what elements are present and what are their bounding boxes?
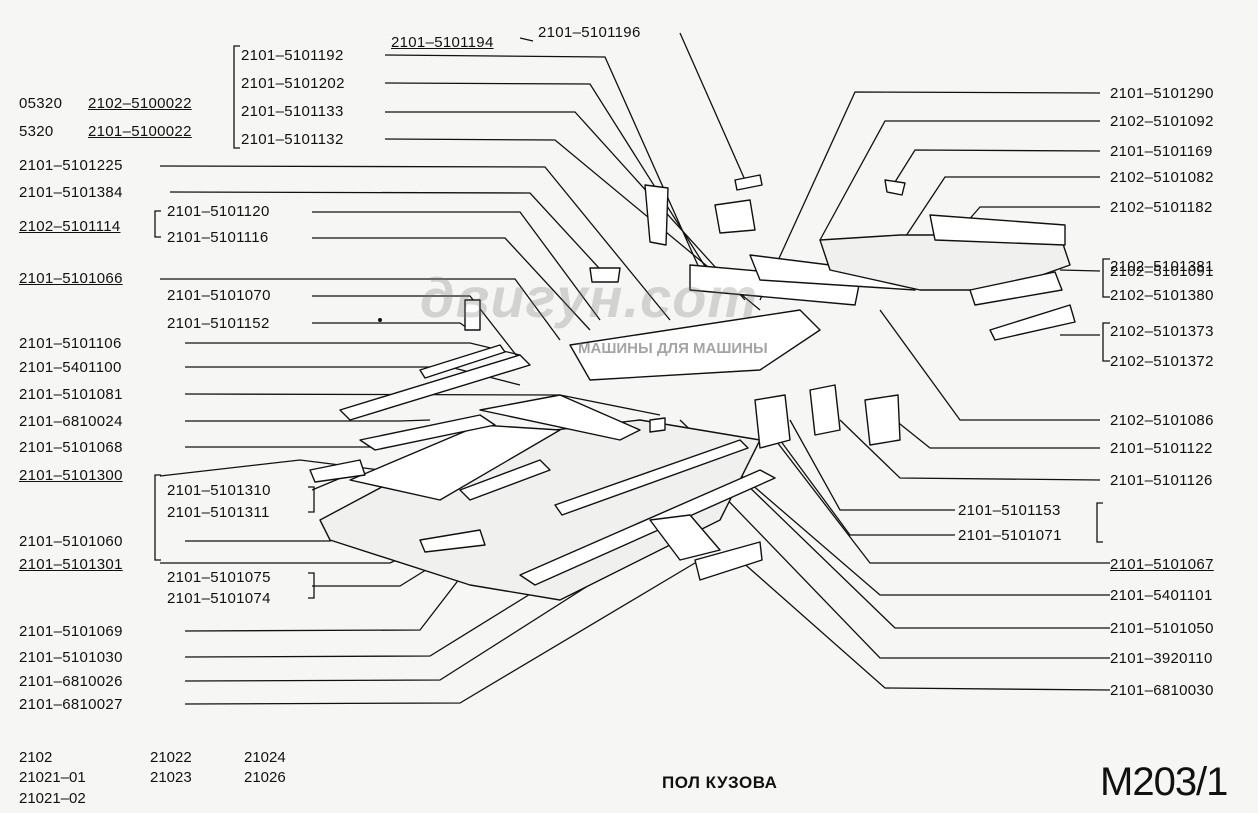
watermark-logo: двигун.com [420, 266, 759, 329]
label-2101-5101225: 2101–5101225 [19, 157, 123, 174]
label-2102-5101380: 2102–5101380 [1110, 287, 1214, 304]
label-2101-5101068: 2101–5101068 [19, 439, 123, 456]
label-2102-5101086: 2102–5101086 [1110, 412, 1214, 429]
label-2102-5101114: 2102–5101114 [19, 218, 121, 235]
label-prefix-05320: 05320 [19, 95, 63, 112]
label-2102-5101092: 2102–5101092 [1110, 113, 1214, 130]
model-2102: 2102 [19, 749, 53, 766]
label-2101-6810027: 2101–6810027 [19, 696, 123, 713]
label-2101-6810024: 2101–6810024 [19, 413, 123, 430]
label-2101-5101050: 2101–5101050 [1110, 620, 1214, 637]
label-2101-5101120: 2101–5101120 [167, 203, 270, 220]
label-2101-5101106: 2101–5101106 [19, 335, 122, 352]
label-2102-5101082: 2102–5101082 [1110, 169, 1214, 186]
label-2101-5101122: 2101–5101122 [1110, 440, 1213, 457]
page-title: ПОЛ КУЗОВА [662, 773, 778, 792]
label-2101-5101030: 2101–5101030 [19, 649, 123, 666]
model-21026: 21026 [244, 769, 286, 786]
label-2101-5401100: 2101–5401100 [19, 359, 122, 376]
label-2101-5101152: 2101–5101152 [167, 315, 270, 332]
label-2101-5101067: 2101–5101067 [1110, 556, 1214, 573]
label-2101-5101311: 2101–5101311 [167, 504, 270, 521]
model-21021-01: 21021–01 [19, 769, 86, 786]
model-21021-02: 21021–02 [19, 790, 86, 807]
watermark-slogan: МАШИНЫ ДЛЯ МАШИНЫ [578, 340, 768, 357]
label-2101-5101071: 2101–5101071 [958, 527, 1062, 544]
label-2102-5100022: 2102–5100022 [88, 95, 192, 112]
label-2101-3920110: 2101–3920110 [1110, 650, 1213, 667]
label-2101-5101301: 2101–5101301 [19, 556, 123, 573]
label-2102-5101182: 2102–5101182 [1110, 199, 1213, 216]
label-2101-5101066: 2101–5101066 [19, 270, 123, 287]
page-code: M203/1 [1100, 760, 1228, 804]
label-2101-5401101: 2101–5401101 [1110, 587, 1213, 604]
label-2101-5101070: 2101–5101070 [167, 287, 271, 304]
model-21023: 21023 [150, 769, 192, 786]
label-2101-5101074: 2101–5101074 [167, 590, 271, 607]
bracket-310 [308, 486, 315, 513]
model-21022: 21022 [150, 749, 192, 766]
label-2101-5100022: 2101–5100022 [88, 123, 192, 140]
label-2101-5101384: 2101–5101384 [19, 184, 123, 201]
label-2102-5101373: 2102–5101373 [1110, 323, 1214, 340]
label-prefix-5320: 5320 [19, 123, 54, 140]
label-2101-5101169: 2101–5101169 [1110, 143, 1213, 160]
label-2101-6810026: 2101–6810026 [19, 673, 123, 690]
label-2101-5101290: 2101–5101290 [1110, 85, 1214, 102]
label-2101-5101132: 2101–5101132 [241, 131, 344, 148]
label-2101-6810030: 2101–6810030 [1110, 682, 1214, 699]
label-2101-5101153: 2101–5101153 [958, 502, 1061, 519]
bracket-114 [154, 210, 161, 238]
label-2101-5101194: 2101–5101194 [391, 34, 494, 51]
label-2102-5101372: 2102–5101372 [1110, 353, 1214, 370]
label-2101-5101081: 2101–5101081 [19, 386, 123, 403]
label-2101-5101133: 2101–5101133 [241, 103, 344, 120]
label-2102-5101091: 2102–5101091 [1110, 263, 1214, 280]
bracket-300 [154, 474, 161, 561]
label-2101-5101069: 2101–5101069 [19, 623, 123, 640]
bracket-381 [1102, 258, 1110, 298]
label-2101-5101075: 2101–5101075 [167, 569, 271, 586]
bracket-373 [1102, 322, 1110, 362]
bracket-153 [1096, 502, 1103, 543]
model-21024: 21024 [244, 749, 286, 766]
label-2101-5101126: 2101–5101126 [1110, 472, 1213, 489]
label-2101-5101310: 2101–5101310 [167, 482, 271, 499]
label-2101-5101202: 2101–5101202 [241, 75, 345, 92]
label-2101-5101196: 2101–5101196 [538, 24, 641, 41]
label-2101-5101060: 2101–5101060 [19, 533, 123, 550]
label-2102-5101381: 2102–5101381 [1110, 258, 1214, 275]
bracket-top [233, 45, 240, 149]
label-2101-5101300: 2101–5101300 [19, 467, 123, 484]
label-2101-5101192: 2101–5101192 [241, 47, 344, 64]
label-2101-5101116: 2101–5101116 [167, 229, 269, 246]
